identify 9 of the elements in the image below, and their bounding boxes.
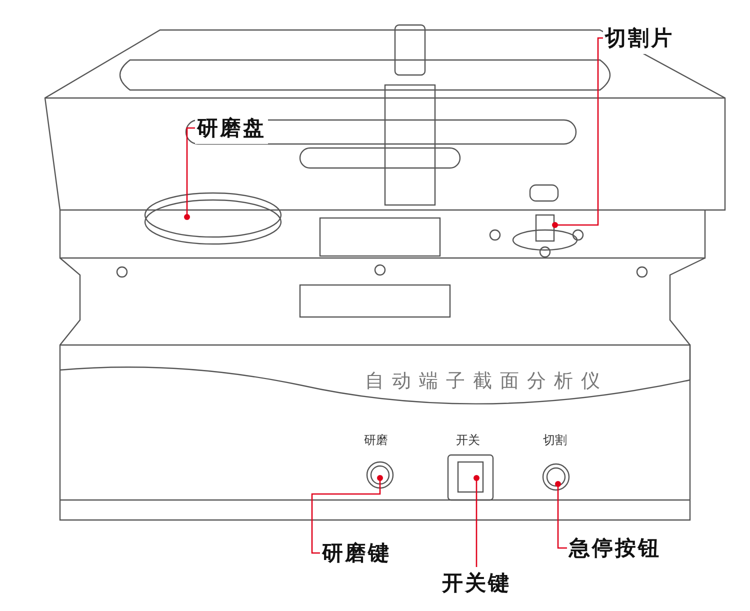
panel-label: 开关 bbox=[456, 432, 480, 449]
leader-line bbox=[552, 37, 603, 228]
panel-label: 切割 bbox=[543, 432, 567, 449]
device-title: 自动端子截面分析仪 bbox=[365, 369, 608, 394]
leader-line bbox=[474, 475, 480, 567]
leader-line bbox=[555, 481, 567, 549]
leader-line bbox=[184, 127, 195, 220]
panel-label: 研磨 bbox=[364, 432, 388, 449]
leader-line bbox=[311, 475, 383, 554]
